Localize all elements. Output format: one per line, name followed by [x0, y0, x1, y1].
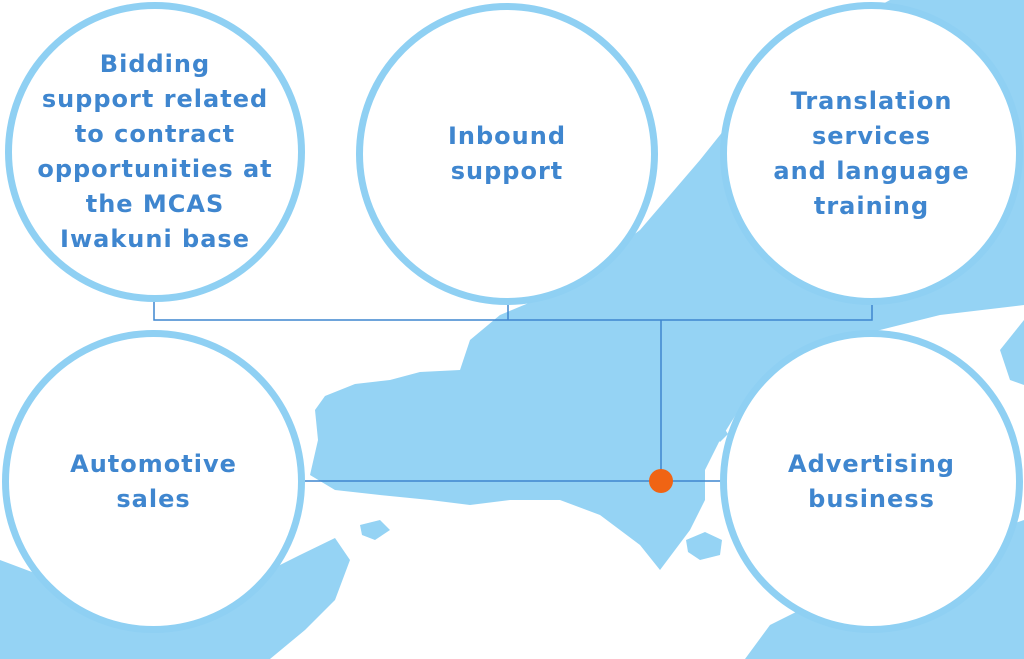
lower-left-landmass: [0, 538, 350, 659]
service-label-automotive-sales: Automotive sales: [70, 449, 237, 513]
island-4: [1000, 320, 1024, 385]
service-label-inbound-support: Inbound support: [447, 122, 567, 185]
service-circle-translation-services: Translation services and language traini…: [720, 2, 1023, 305]
service-label-translation-services: Translation services and language traini…: [773, 86, 970, 220]
service-circle-inbound-support: Inbound support: [356, 3, 658, 305]
island-1: [686, 532, 722, 560]
service-circle-automotive-sales: Automotive sales: [2, 330, 305, 633]
connector-top-bracket: [153, 302, 873, 321]
island-2: [712, 425, 728, 442]
service-label-bidding-support: Bidding support related to contract oppo…: [37, 50, 273, 253]
hub-location-marker: [649, 469, 673, 493]
service-label-advertising-business: Advertising business: [788, 449, 955, 513]
service-circle-advertising-business: Advertising business: [720, 330, 1023, 633]
island-3: [360, 520, 390, 540]
service-circle-bidding-support: Bidding support related to contract oppo…: [5, 2, 305, 302]
